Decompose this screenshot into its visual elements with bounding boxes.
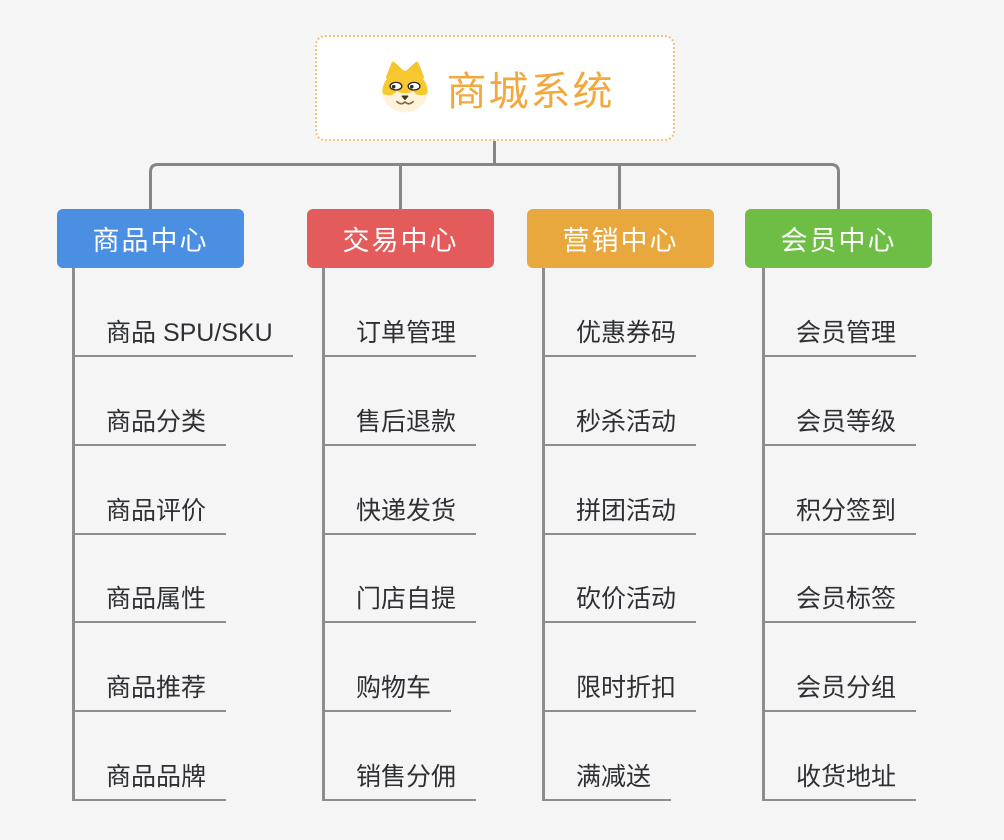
- leaf-node[interactable]: 商品分类: [72, 404, 227, 446]
- leaf-node[interactable]: 积分签到: [762, 493, 917, 535]
- leaf-node[interactable]: 会员等级: [762, 404, 917, 446]
- root-title: 商城系统: [446, 70, 615, 114]
- leaf-node[interactable]: 商品评价: [72, 493, 227, 535]
- leaf-node[interactable]: 订单管理: [322, 315, 477, 357]
- leaf-node[interactable]: 商品 SPU/SKU: [72, 315, 293, 357]
- branch-label: 会员中心: [780, 226, 897, 256]
- shiba-dog-icon: [381, 61, 428, 113]
- branch-node-member-center[interactable]: 会员中心: [745, 209, 932, 268]
- leaf-node[interactable]: 限时折扣: [542, 670, 697, 712]
- branch-node-product-center[interactable]: 商品中心: [57, 209, 244, 268]
- branch-label: 交易中心: [342, 226, 459, 256]
- leaf-node[interactable]: 拼团活动: [542, 493, 697, 535]
- leaf-node[interactable]: 销售分佣: [322, 759, 477, 801]
- branch-label: 商品中心: [92, 226, 209, 256]
- leaf-node[interactable]: 优惠券码: [542, 315, 697, 357]
- leaf-node[interactable]: 会员标签: [762, 581, 917, 623]
- root-node[interactable]: 商城系统: [315, 35, 675, 141]
- leaf-node[interactable]: 商品推荐: [72, 670, 227, 712]
- branch-node-marketing-center[interactable]: 营销中心: [527, 209, 714, 268]
- leaf-node[interactable]: 会员管理: [762, 315, 917, 357]
- leaf-node[interactable]: 购物车: [322, 670, 452, 712]
- leaf-node[interactable]: 商品品牌: [72, 759, 227, 801]
- leaf-node[interactable]: 收货地址: [762, 759, 917, 801]
- branch-node-trade-center[interactable]: 交易中心: [307, 209, 494, 268]
- leaf-node[interactable]: 商品属性: [72, 581, 227, 623]
- leaf-node[interactable]: 售后退款: [322, 404, 477, 446]
- leaf-node[interactable]: 满减送: [542, 759, 672, 801]
- branch-label: 营销中心: [562, 226, 679, 256]
- leaf-node[interactable]: 快递发货: [322, 493, 477, 535]
- leaf-node[interactable]: 门店自提: [322, 581, 477, 623]
- leaf-node[interactable]: 砍价活动: [542, 581, 697, 623]
- leaf-node[interactable]: 会员分组: [762, 670, 917, 712]
- leaf-node[interactable]: 秒杀活动: [542, 404, 697, 446]
